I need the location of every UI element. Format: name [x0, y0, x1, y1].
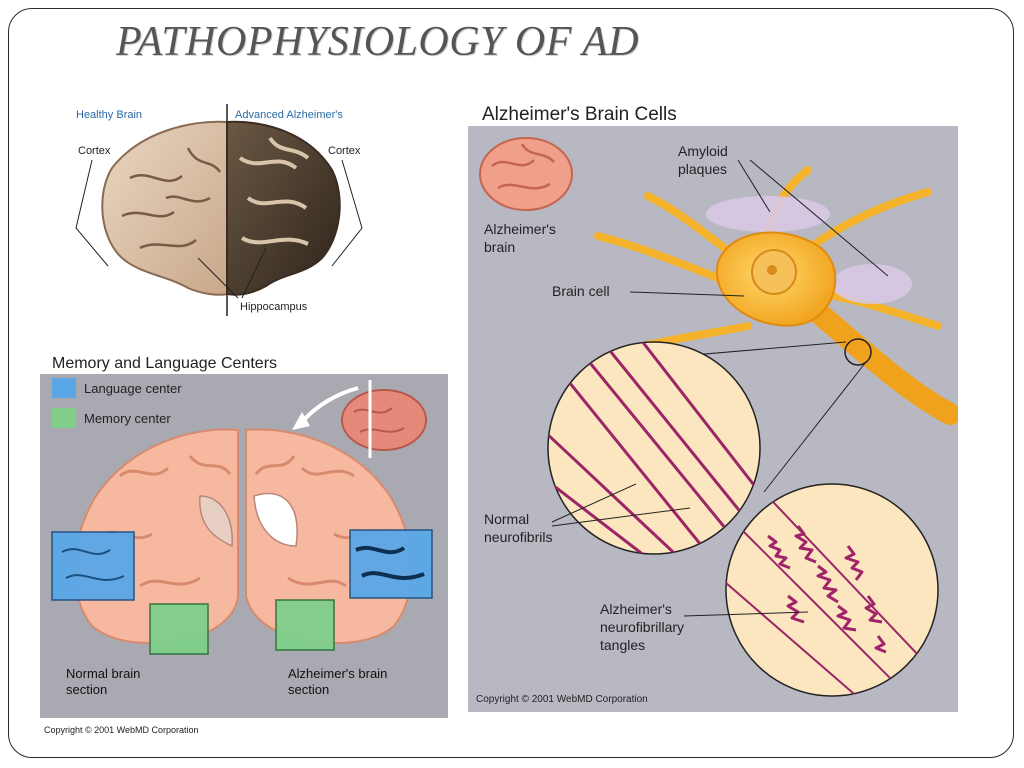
tangles-label-3: tangles [600, 637, 645, 653]
normal-neurofibrils-label-1: Normal [484, 511, 529, 527]
brain-cells-title: Alzheimer's Brain Cells [482, 104, 677, 125]
zoom-indicator-circle [844, 338, 872, 366]
normal-memory-center [149, 603, 209, 655]
normal-language-folds [61, 548, 125, 581]
alzheimers-language-center [349, 529, 433, 599]
alzheimers-brain-folds [238, 136, 310, 246]
normal-language-center [51, 531, 135, 601]
alzheimers-language-folds [355, 546, 425, 580]
amyloid-plaques-label-1: Amyloid [678, 143, 728, 159]
alzheimers-section-caption-1: Alzheimer's brain [288, 666, 387, 681]
normal-neurofibrils [548, 342, 760, 554]
healthy-brain-folds [121, 147, 222, 250]
hippocampus-pointer-left [197, 257, 239, 299]
alzheimers-brain-icon-folds [491, 143, 555, 190]
language-center-legend: Language center [84, 381, 182, 396]
slide-title: PATHOPHYSIOLOGY OF AD [116, 19, 640, 65]
memory-language-panel: Memory and Language Centers Language cen… [40, 346, 448, 740]
brain-cells-copyright: Copyright © 2001 WebMD Corporation [476, 694, 648, 705]
normal-neurofibrils-label-2: neurofibrils [484, 529, 552, 545]
normal-neurofibrils-pointer-2 [551, 507, 691, 527]
cortex-right-bracket [331, 159, 363, 267]
slide-frame [8, 8, 1014, 758]
advanced-alzheimers-label: Advanced Alzheimer's [235, 109, 343, 121]
amyloid-pointer-1 [737, 159, 771, 213]
alzheimers-section-caption-2: section [288, 682, 329, 697]
tangles-label-2: neurofibrillary [600, 619, 684, 635]
amyloid-plaque-2 [832, 264, 912, 304]
cut-arrow-icon [300, 386, 359, 424]
amyloid-plaque-1 [706, 196, 830, 232]
hippocampus-pointer-right [241, 247, 267, 299]
small-brain-icon [341, 389, 427, 451]
hippocampus-label: Hippocampus [240, 301, 308, 313]
neuron-nucleolus [767, 265, 777, 275]
tangles-pointer [683, 611, 809, 617]
alzheimers-brain-icon [479, 137, 573, 211]
alzheimers-memory-center [275, 599, 335, 651]
alzheimers-brain-label-2: brain [484, 239, 515, 255]
normal-section-caption-1: Normal brain [66, 666, 140, 681]
normal-section-caption-2: section [66, 682, 107, 697]
cortex-right-label: Cortex [328, 145, 361, 157]
brain-cell-pointer [629, 291, 745, 297]
alzheimers-brain-label-1: Alzheimer's [484, 221, 556, 237]
memory-center-legend: Memory center [84, 411, 171, 426]
copyright-strip [40, 718, 448, 740]
cortex-left-label: Cortex [78, 145, 111, 157]
cut-arrow-head [292, 412, 310, 430]
zoom-connector-2 [763, 361, 867, 493]
normal-neurofibrils-circle [547, 341, 761, 555]
memory-language-title: Memory and Language Centers [52, 355, 277, 372]
amyloid-pointer-2 [749, 159, 889, 277]
brain-comparison-panel: Healthy Brain Advanced Alzheimer's Corte… [70, 98, 370, 318]
tangles-label-1: Alzheimer's [600, 601, 672, 617]
memory-center-swatch [52, 408, 76, 428]
brain-cell-label: Brain cell [552, 283, 610, 299]
normal-neurofibrils-pointer-1 [551, 483, 637, 523]
normal-brain-ventricle [199, 495, 233, 548]
small-brain-folds [353, 407, 405, 433]
amyloid-plaques-label-2: plaques [678, 161, 727, 177]
language-center-swatch [52, 378, 76, 398]
healthy-brain-half [101, 120, 228, 296]
cortex-left-bracket [75, 159, 109, 267]
neurofibrillary-tangles [726, 485, 938, 696]
memory-language-copyright: Copyright © 2001 WebMD Corporation [44, 725, 199, 735]
alzheimers-brain-ventricle [253, 492, 298, 547]
brain-cells-panel: Alzheimer's Brain Cells Alzheimer's brai… [468, 96, 958, 712]
healthy-brain-label: Healthy Brain [76, 109, 142, 121]
